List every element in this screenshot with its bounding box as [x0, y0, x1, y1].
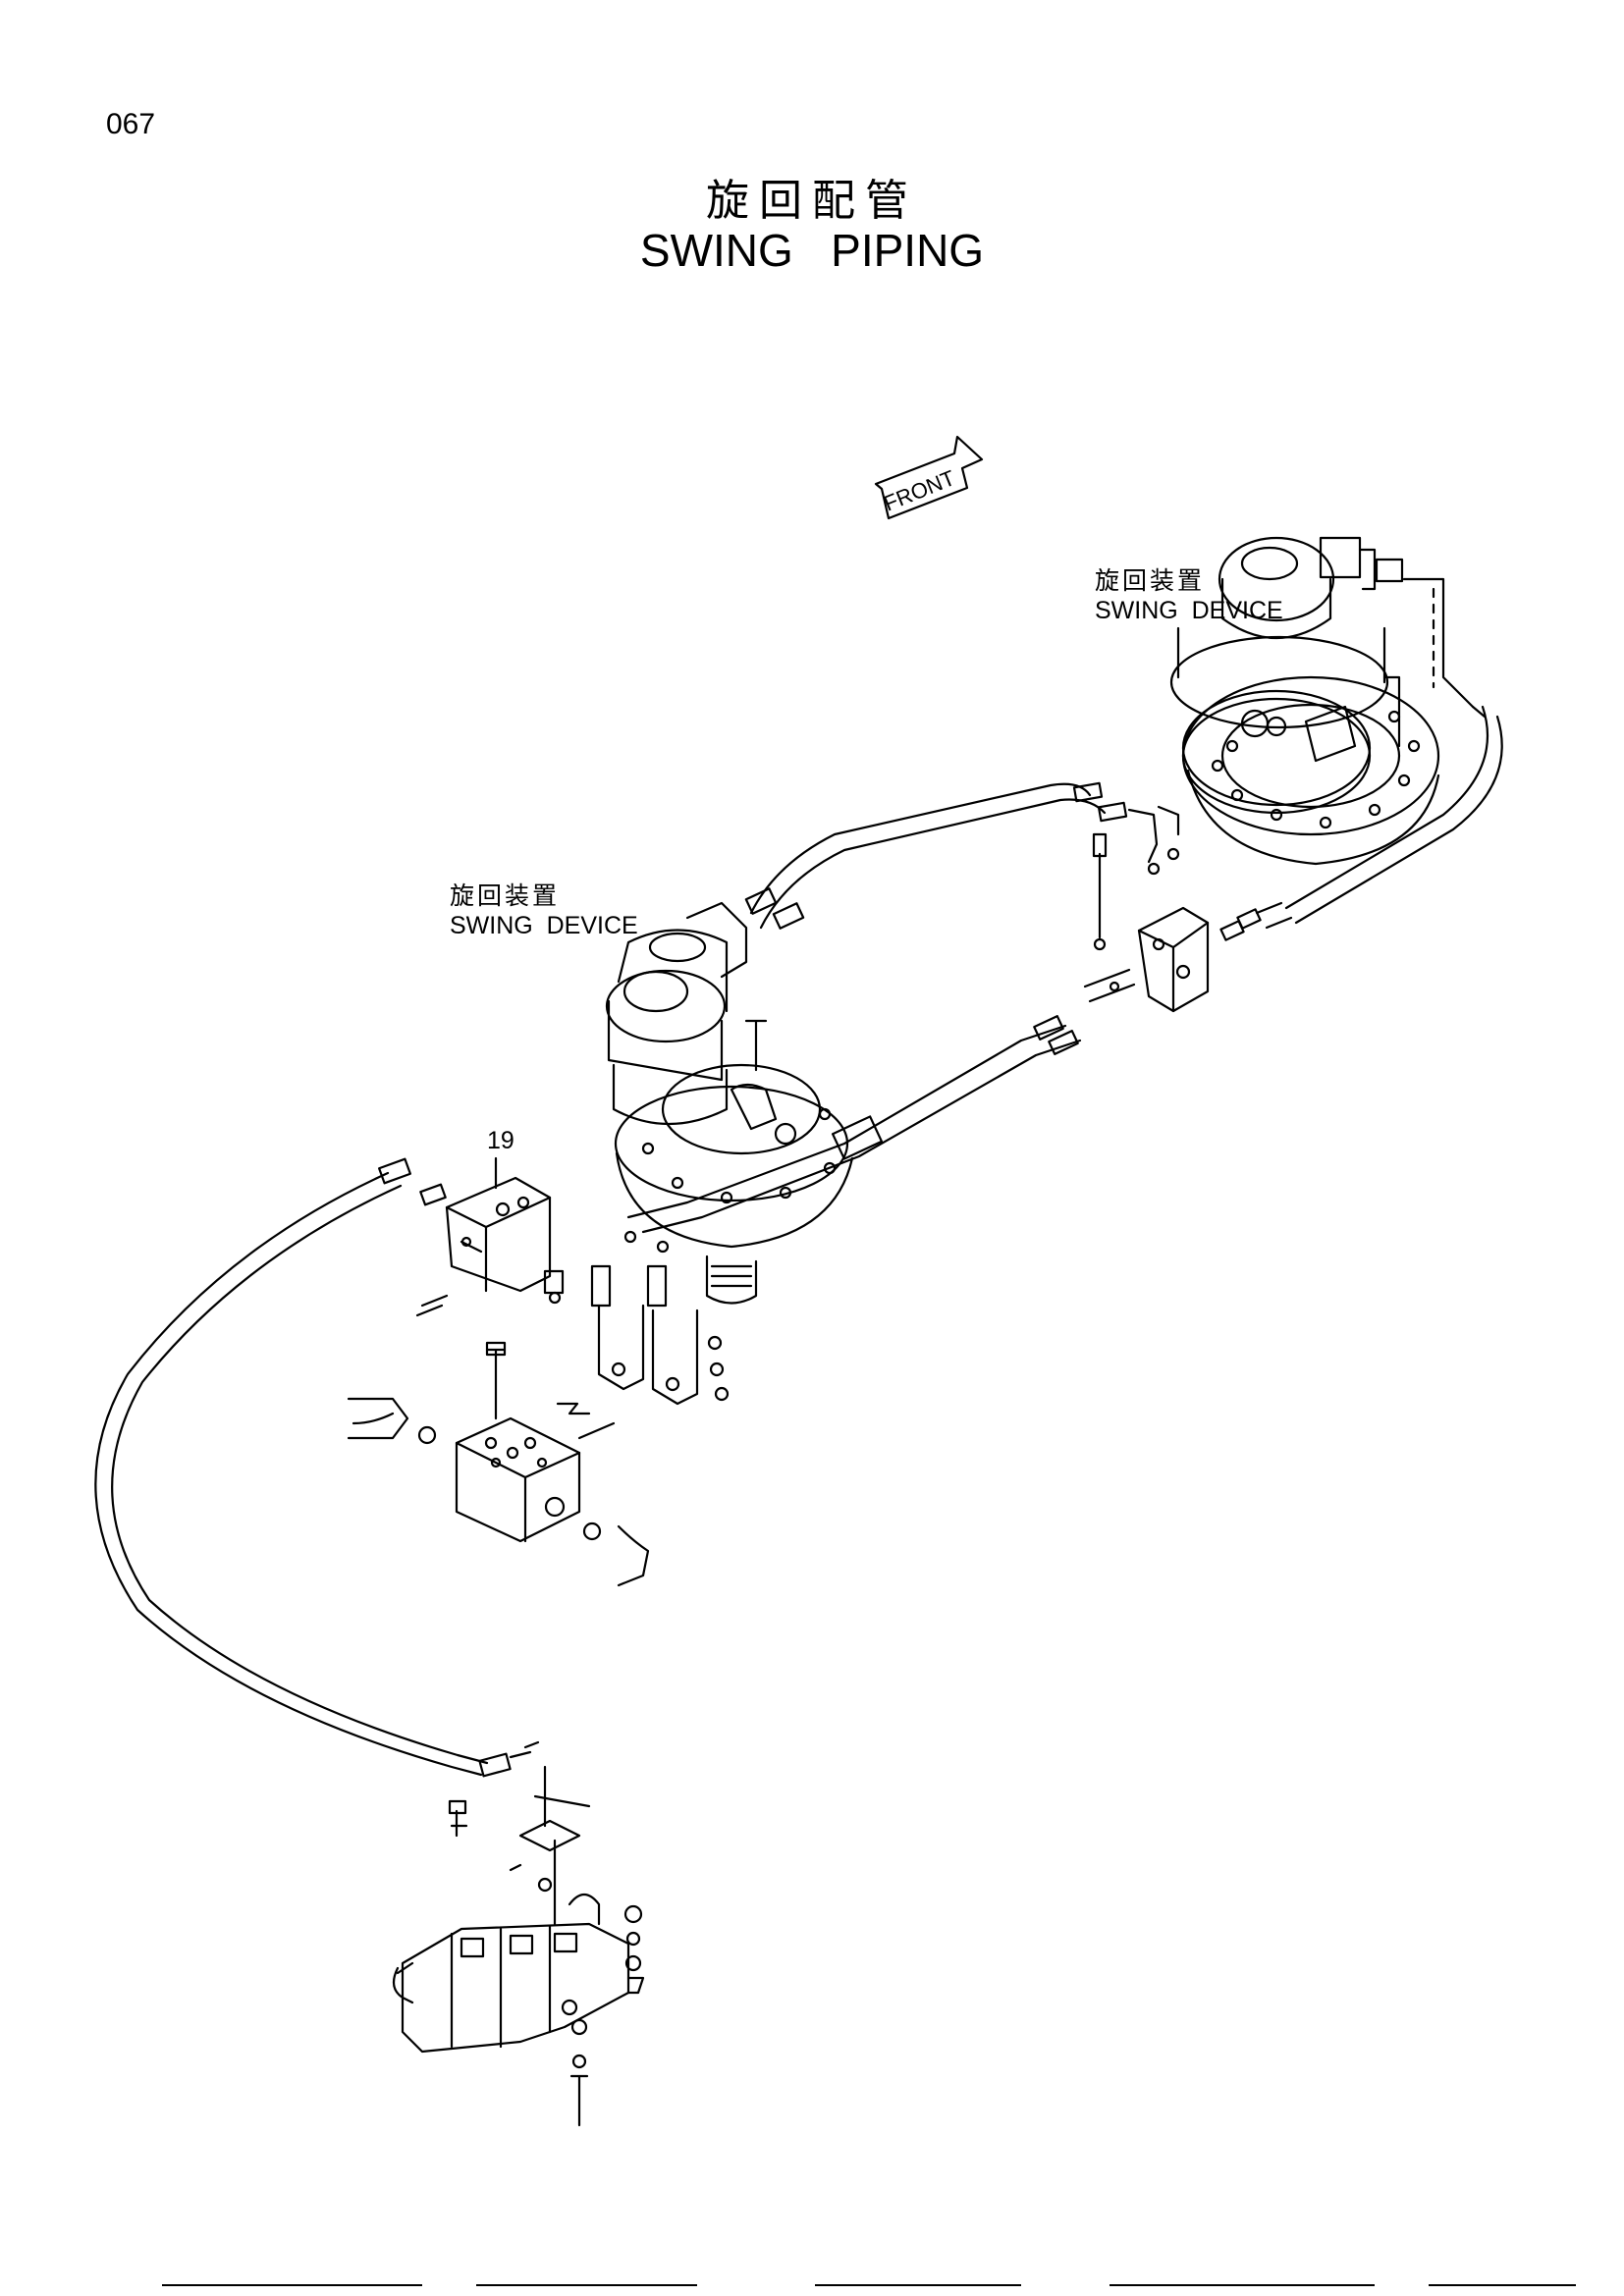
swing-device-lower-left — [605, 901, 854, 1305]
brackets-lower — [590, 1230, 730, 1406]
manifold-block — [347, 1341, 650, 1587]
front-arrow-label: FRONT — [881, 465, 959, 516]
footer-rule-5 — [1429, 2284, 1576, 2286]
valve-part-19 — [415, 1156, 565, 1317]
swing-device-lower-jp: 旋回装置 — [450, 881, 561, 910]
swing-device-lower-callout: 旋回装置 SWING DEVICE — [450, 881, 638, 940]
page-number: 067 — [106, 108, 156, 140]
part-number-19: 19 — [487, 1127, 514, 1154]
control-valve-bottom — [392, 1765, 645, 2127]
footer-rule-1 — [162, 2284, 422, 2286]
swing-device-lower-en: SWING DEVICE — [450, 912, 638, 939]
footer-rule-2 — [476, 2284, 697, 2286]
relay-block-right — [1083, 832, 1210, 1013]
swing-device-upper-callout: 旋回装置 SWING DEVICE — [1095, 566, 1283, 625]
page-title-japanese: 旋回配管 — [706, 176, 918, 226]
hoses-top — [744, 781, 1180, 930]
swing-device-upper-jp: 旋回装置 — [1095, 566, 1206, 595]
long-hose-left — [94, 1157, 540, 1778]
swing-device-upper-en: SWING DEVICE — [1095, 597, 1283, 624]
footer-rule-3 — [815, 2284, 1021, 2286]
hoses-middle — [626, 1015, 1082, 1234]
front-arrow: FRONT — [874, 435, 984, 520]
page-title-english: SWING PIPING — [639, 225, 985, 276]
footer-rule-4 — [1110, 2284, 1375, 2286]
hoses-right — [1219, 705, 1503, 941]
swing-device-upper-right — [1169, 536, 1475, 866]
